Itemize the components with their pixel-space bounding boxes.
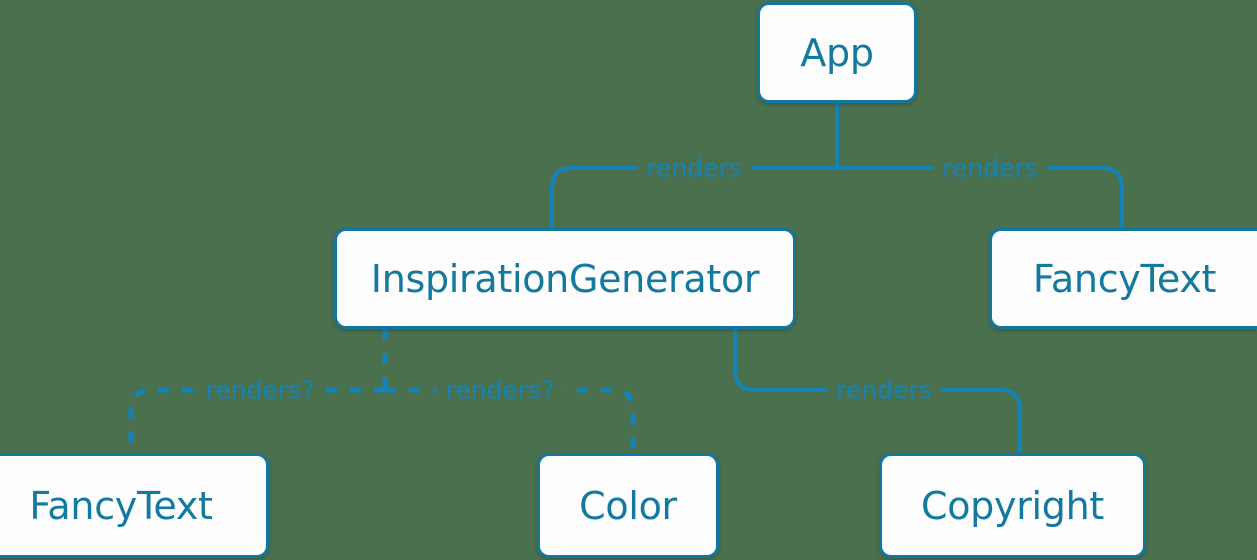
node-fancytext-bottom[interactable]: FancyText [0, 453, 269, 558]
edge-label-inspiration-color: renders? [436, 377, 564, 403]
edge-label-inspiration-copyright: renders [827, 377, 941, 403]
node-color-label: Color [579, 483, 677, 528]
node-app[interactable]: App [757, 2, 917, 103]
node-fancytext-top[interactable]: FancyText [989, 228, 1257, 329]
edge-label-app-inspiration: renders [637, 155, 751, 181]
edge-label-app-fancytext: renders [933, 155, 1047, 181]
node-app-label: App [800, 30, 874, 75]
node-fancytext-bottom-label: FancyText [29, 483, 213, 528]
node-color[interactable]: Color [537, 453, 719, 558]
node-inspiration-generator-label: InspirationGenerator [370, 256, 760, 301]
node-copyright[interactable]: Copyright [879, 453, 1146, 558]
node-fancytext-top-label: FancyText [1032, 256, 1217, 301]
edge-label-inspiration-fancytext: renders? [196, 377, 324, 403]
node-copyright-label: Copyright [921, 483, 1104, 528]
node-inspiration-generator[interactable]: InspirationGenerator [334, 228, 796, 329]
